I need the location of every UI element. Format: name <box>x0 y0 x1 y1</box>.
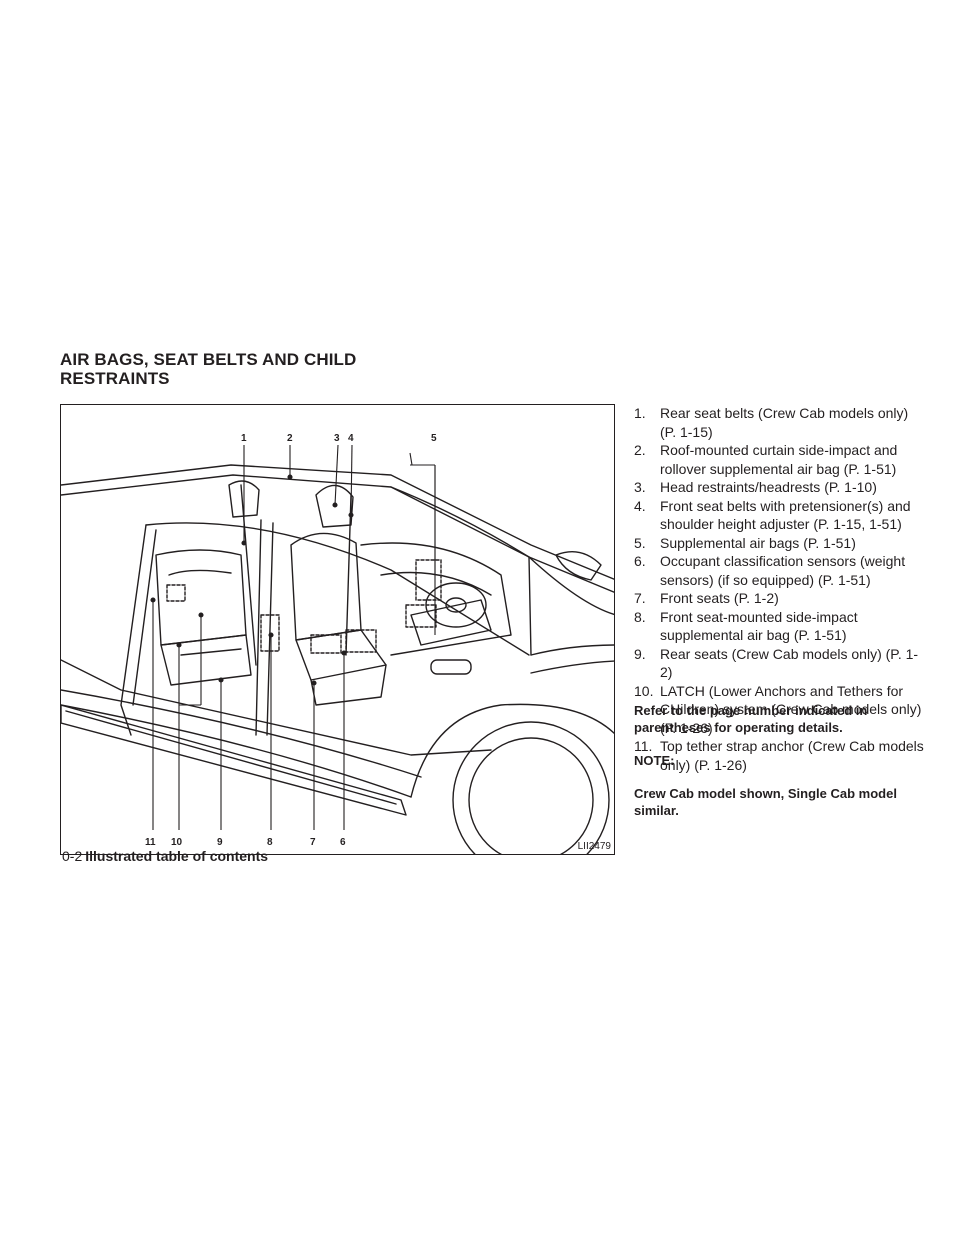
list-item-text: Supplemental air bags (P. 1-51) <box>660 534 856 551</box>
list-item-number: 5. <box>634 534 646 551</box>
list-item-text: Rear seats (Crew Cab models only) (P. 1-… <box>660 645 919 681</box>
list-item-text: Occupant classification sensors (weight … <box>660 553 906 588</box>
list-item-text: Roof-mounted curtain side-impact and rol… <box>660 442 898 477</box>
note-body: Crew Cab model shown, Single Cab model s… <box>634 786 897 818</box>
list-item-number: 3. <box>634 479 646 495</box>
section-title-line-2: RESTRAINTS <box>60 369 170 388</box>
list-item-number: 9. <box>634 645 646 662</box>
list-item-number: 8. <box>634 608 646 625</box>
list-item-number: 7. <box>634 590 646 606</box>
list-item-text: LATCH (Lower Anchors and Tethers for CHi… <box>660 682 922 736</box>
callout-6: 6 <box>340 837 346 848</box>
list-item: 4. Front seat belts with pretensioner(s) … <box>634 497 924 534</box>
page-number: 0-2 <box>62 848 83 864</box>
list-item: 6. Occupant classification sensors (weigh… <box>634 552 924 589</box>
list-item: 11. Top tether strap anchor (Crew Cab mod… <box>634 737 924 774</box>
callout-9: 9 <box>217 837 223 848</box>
footer-title: Illustrated table of contents <box>85 848 269 864</box>
figure-id: LII2479 <box>577 841 611 852</box>
list-item-text: Front seats (P. 1-2) <box>660 590 779 606</box>
list-item: 2. Roof-mounted curtain side-impact and r… <box>634 441 924 478</box>
list-item-number: 1. <box>634 405 646 421</box>
list-item-text: Front seat belts with pretensioner(s) an… <box>660 497 911 533</box>
note-heading: NOTE: <box>634 753 675 768</box>
list-item-number: 6. <box>634 553 646 569</box>
section-title: AIR BAGS, SEAT BELTS AND CHILD RESTRAINT… <box>60 350 356 388</box>
list-item-number: 11. <box>634 738 653 754</box>
list-item: 3. Head restraints/headrests (P. 1-10) <box>634 478 924 497</box>
list-item-text: Head restraints/headrests (P. 1-10) <box>660 479 877 495</box>
section-title-line-1: AIR BAGS, SEAT BELTS AND CHILD <box>60 350 357 369</box>
list-item-text: Rear seat belts (Crew Cab models only) (… <box>660 405 909 440</box>
list-item: 1. Rear seat belts (Crew Cab models only)… <box>634 404 924 441</box>
list-item-text: Top tether strap anchor (Crew Cab models… <box>660 738 924 773</box>
callout-3: 3 <box>334 433 340 444</box>
callout-4: 4 <box>348 433 354 444</box>
list-item-number: 10. <box>634 682 654 699</box>
list-item: 7. Front seats (P. 1-2) <box>634 589 924 608</box>
list-item-number: 2. <box>634 442 646 458</box>
truck-line-drawing: 1 2 3 4 5 6 7 8 9 10 11 <box>61 433 614 854</box>
callout-7: 7 <box>310 837 316 848</box>
component-list: 1. Rear seat belts (Crew Cab models only)… <box>634 404 924 774</box>
list-item-number: 4. <box>634 497 646 514</box>
callout-2: 2 <box>287 433 293 444</box>
list-item: 5. Supplemental air bags (P. 1-51) <box>634 534 924 553</box>
callout-5: 5 <box>431 433 437 444</box>
callout-11: 11 <box>145 837 156 848</box>
reference-note: Refer to the page number indicated in pa… <box>634 703 868 735</box>
list-item: 10. LATCH (Lower Anchors and Tethers for … <box>634 682 924 738</box>
list-item-text: Front seat-mounted side-impact supplemen… <box>660 608 858 644</box>
list-item: 8. Front seat-mounted side-impact supplem… <box>634 608 924 645</box>
callout-10: 10 <box>171 837 183 848</box>
callout-8: 8 <box>267 837 273 848</box>
truck-interior-illustration: 1 2 3 4 5 6 7 8 9 10 11 LII2479 <box>60 404 615 855</box>
callout-1: 1 <box>241 433 247 444</box>
list-item: 9. Rear seats (Crew Cab models only) (P. … <box>634 645 924 682</box>
